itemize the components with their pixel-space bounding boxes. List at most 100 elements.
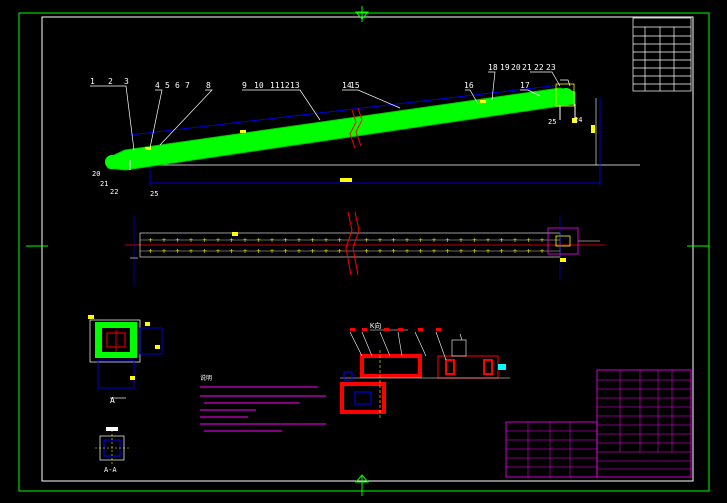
callout-18: 18 [488,63,498,72]
callout-7: 7 [185,81,190,90]
callout-10: 10 [254,81,264,90]
idler-mark: + [297,237,302,244]
callout-1: 1 [90,77,95,86]
idler-mark: + [283,237,288,244]
idler-mark: + [297,248,302,255]
callouts-top: 1 2 3 4 5 6 7 8 9 10 11 12 13 14 15 16 1… [90,63,556,90]
center-marks [26,6,709,496]
idler-mark: + [283,248,288,255]
notes-heading: 说明 [200,374,212,382]
section-aa-view: A-A [95,427,130,474]
idler-mark: + [472,248,477,255]
idler-mark: + [216,248,221,255]
idler-mark: + [364,237,369,244]
idler-mark: + [459,248,464,255]
idler-mark: + [216,237,221,244]
idler-mark: + [148,248,153,255]
idler-mark: + [526,248,531,255]
callout-12: 12 [280,81,290,90]
idler-mark: + [378,237,383,244]
idler-mark: + [310,237,315,244]
idler-mark: + [499,248,504,255]
idler-mark: + [445,248,450,255]
outer-frame [18,12,710,492]
idler-mark: + [148,237,153,244]
notes-block: 说明 [200,374,326,432]
callout-right-25: 25 [548,118,556,126]
idler-mark: + [418,237,423,244]
idler-mark: + [243,248,248,255]
idler-mark: + [364,248,369,255]
idler-mark: + [324,248,329,255]
idler-mark: + [459,237,464,244]
callout-9: 9 [242,81,247,90]
idler-mark: + [499,237,504,244]
idler-mark: + [540,237,545,244]
callout-left-22: 22 [110,188,118,196]
idler-mark: + [526,237,531,244]
title-block [505,369,692,478]
idler-mark: + [472,237,477,244]
section-a-label: A [110,396,115,405]
idler-mark: + [256,237,261,244]
callout-left-20: 20 [92,170,100,178]
idler-mark: + [189,248,194,255]
idler-mark: + [202,237,207,244]
idler-mark: + [432,248,437,255]
idler-mark: + [513,237,518,244]
conveyor-elevation [105,83,640,186]
idler-mark: + [486,248,491,255]
idler-mark: + [418,248,423,255]
idler-mark: + [270,248,275,255]
idler-mark: + [391,248,396,255]
callout-8: 8 [206,81,211,90]
detail-k-view: K向 [340,321,510,420]
detail-k-title: K向 [370,321,381,330]
idler-mark: + [405,237,410,244]
idler-mark: + [256,248,261,255]
callout-23: 23 [546,63,556,72]
idler-mark: + [486,237,491,244]
callout-leaders [90,71,571,151]
callout-20: 20 [511,63,521,72]
idler-mark: + [202,248,207,255]
callout-2: 2 [108,77,113,86]
top-right-table [632,17,692,92]
callout-5: 5 [165,81,170,90]
idler-marks: + + + + + + + + + + + + + + + + + + + + + + + + + + + + + + + + + + + + + + + +… [148,237,545,255]
section-a-view: A [88,315,163,405]
callout-13: 13 [290,81,300,90]
idler-mark: + [432,237,437,244]
idler-mark: + [229,248,234,255]
idler-mark: + [513,248,518,255]
idler-mark: + [405,248,410,255]
idler-mark: + [391,237,396,244]
callout-right-24: 24 [574,116,582,124]
callouts-side: 20 21 22 25 24 25 [92,116,582,198]
idler-mark: + [229,237,234,244]
idler-mark: + [337,248,342,255]
callout-17: 17 [520,81,530,90]
callout-19: 19 [500,63,510,72]
callout-16: 16 [464,81,474,90]
idler-mark: + [189,237,194,244]
idler-mark: + [162,237,167,244]
conveyor-plan-view [125,211,605,285]
idler-mark: + [175,237,180,244]
idler-mark: + [162,248,167,255]
idler-mark: + [270,237,275,244]
callout-14: 14 [342,81,352,90]
callout-4: 4 [155,81,160,90]
callout-left-25: 25 [150,190,158,198]
callout-6: 6 [175,81,180,90]
idler-mark: + [337,237,342,244]
callout-11: 11 [270,81,280,90]
idler-mark: + [310,248,315,255]
callout-15: 15 [350,81,360,90]
idler-mark: + [378,248,383,255]
callout-22: 22 [534,63,544,72]
idler-mark: + [324,237,329,244]
idler-mark: + [175,248,180,255]
idler-mark: + [445,237,450,244]
